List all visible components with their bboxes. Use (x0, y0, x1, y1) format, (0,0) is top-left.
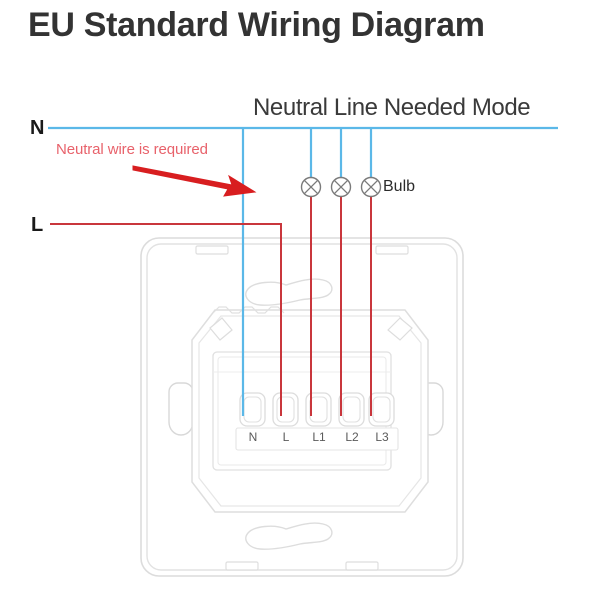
live-wiring (50, 196, 372, 416)
bulb-1-icon (300, 176, 322, 198)
terminal-label-l2: L2 (345, 430, 359, 444)
bulb-label: Bulb (383, 178, 416, 195)
terminal-label-l3: L3 (375, 430, 389, 444)
faceplate-oval-cutout-bottom (245, 522, 333, 550)
terminal-ports (235, 392, 399, 451)
module-notch-right (387, 317, 413, 341)
page-title: EU Standard Wiring Diagram (28, 6, 485, 44)
bulb-2-icon (330, 176, 352, 198)
faceplate-clip-top-right (375, 245, 409, 255)
module-rib-detail (212, 306, 285, 314)
neutral-wiring (48, 126, 558, 416)
terminal-label-strip (235, 427, 399, 451)
faceplate-clip-bottom-right (345, 561, 379, 571)
module-notch-left (209, 317, 233, 341)
bulb-3-icon (360, 176, 382, 198)
terminal-label-l1: L1 (312, 430, 326, 444)
terminal-port-l1[interactable] (305, 392, 332, 427)
arrow-shape (132, 165, 257, 197)
faceplate-clip-top-left (195, 245, 229, 255)
terminal-label-n: N (248, 430, 258, 444)
terminal-port-l3[interactable] (368, 392, 395, 427)
mounting-slot-left (168, 382, 194, 436)
live-feed-to-terminal-l (50, 223, 282, 416)
bulb-symbols (300, 176, 382, 198)
terminal-label-l: L (282, 430, 290, 444)
mode-title: Neutral Line Needed Mode (253, 94, 531, 121)
terminal-port-l[interactable] (272, 392, 299, 427)
warning-arrow-icon (132, 165, 257, 197)
supply-label-live: L (31, 214, 44, 236)
supply-label-neutral: N (30, 117, 45, 139)
terminal-port-l2[interactable] (338, 392, 365, 427)
faceplate-clip-bottom-left (225, 561, 259, 571)
neutral-required-warning: Neutral wire is required (56, 141, 208, 158)
terminal-port-n[interactable] (239, 392, 266, 427)
